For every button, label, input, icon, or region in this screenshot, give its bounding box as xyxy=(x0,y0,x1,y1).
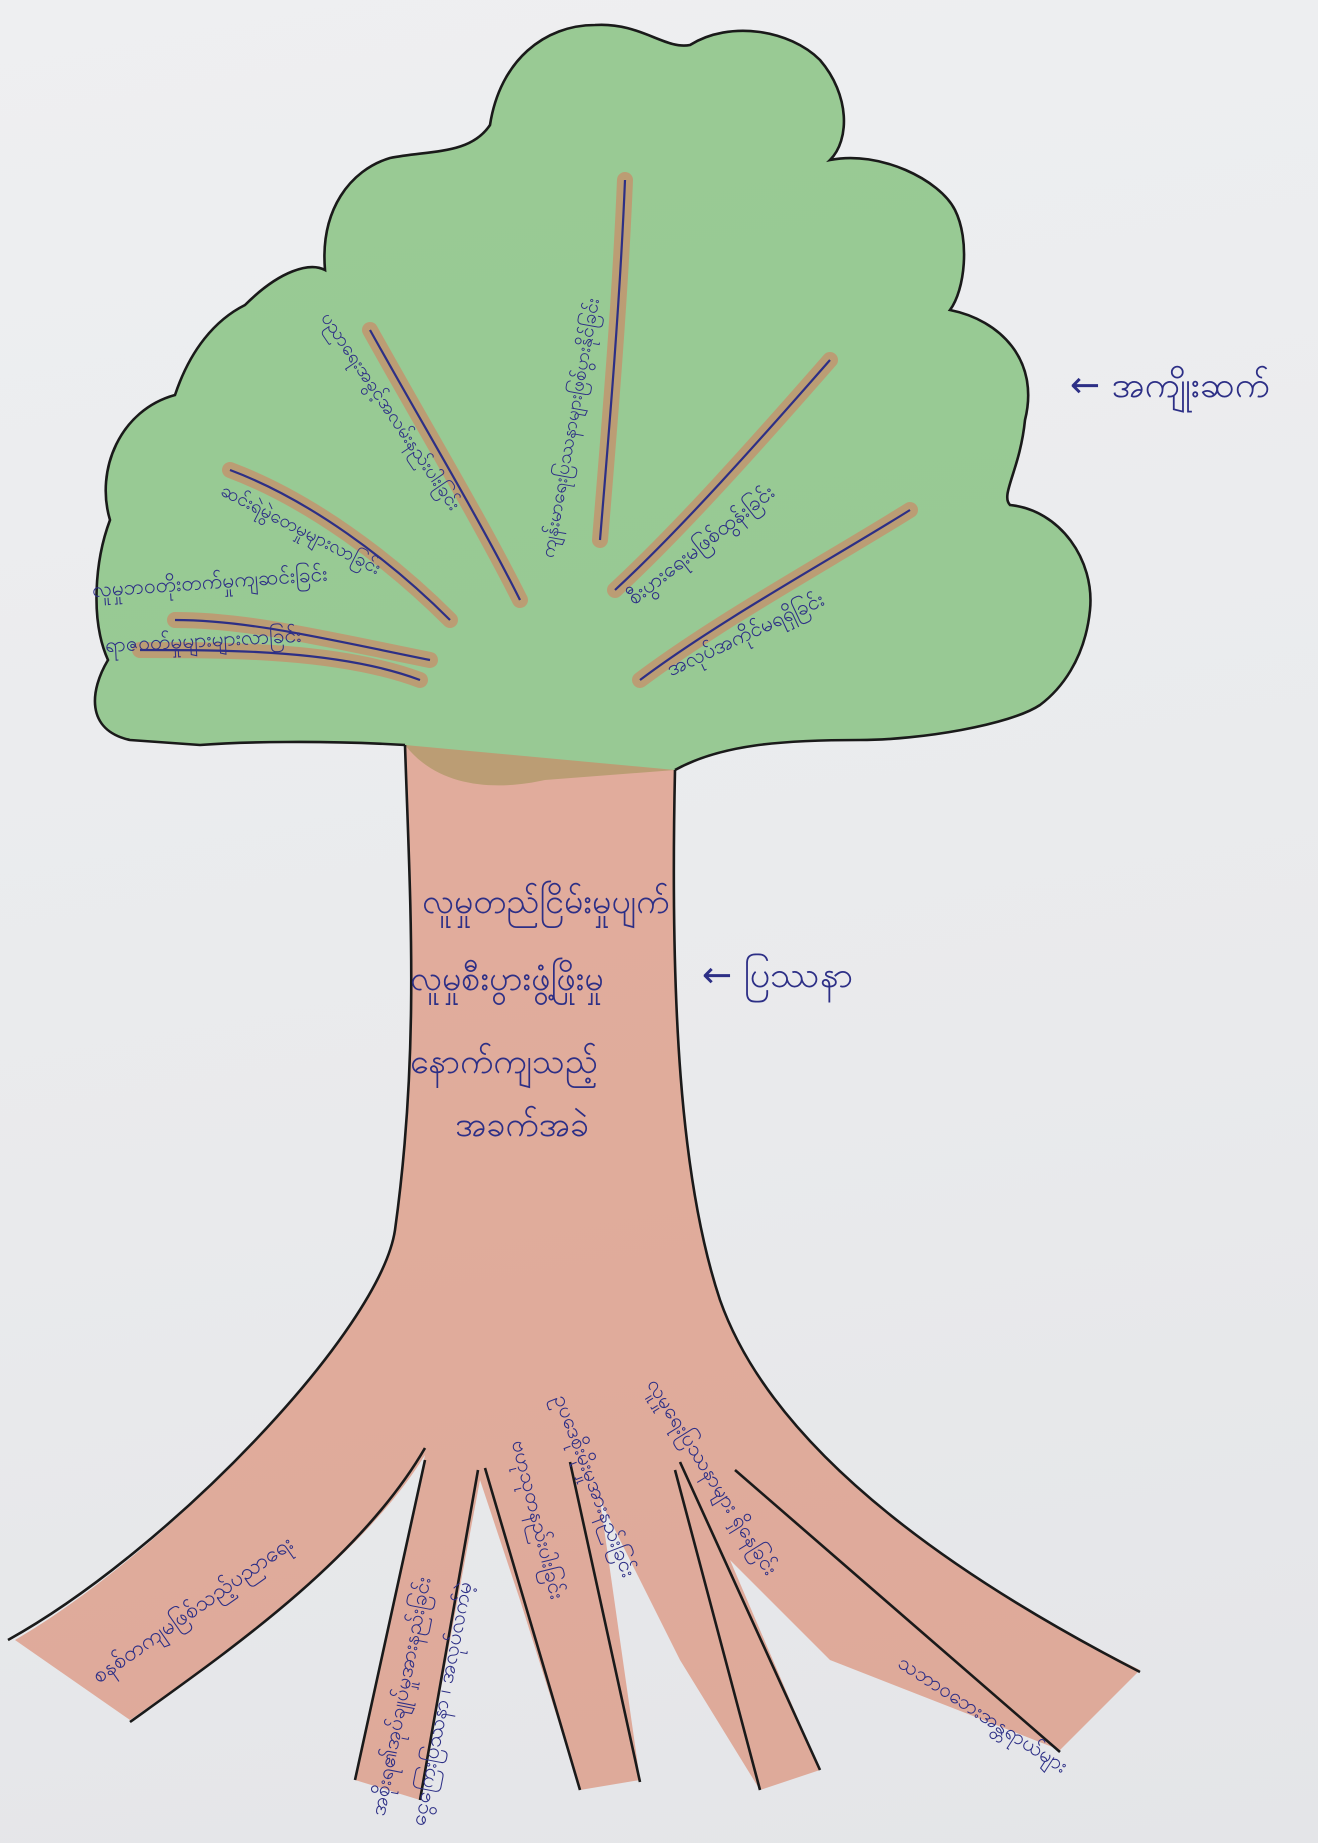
leaves-effect-label: ← အကျိုးဆက် xyxy=(1070,368,1270,404)
tree-canopy-fill xyxy=(95,25,1091,786)
trunk-text-line: လူမှုစီးပွားဖွံ့ဖြိုးမှု xyxy=(410,962,604,996)
trunk-text-line: အခက်အခဲ xyxy=(455,1108,589,1142)
trunk-text-line: နောက်ကျသည့် xyxy=(410,1045,598,1079)
trunk-problem-label: ← ပြဿနာ xyxy=(702,958,853,994)
trunk-text-line: လူမှုတည်ငြိမ်းမှုပျက် xyxy=(422,885,669,919)
